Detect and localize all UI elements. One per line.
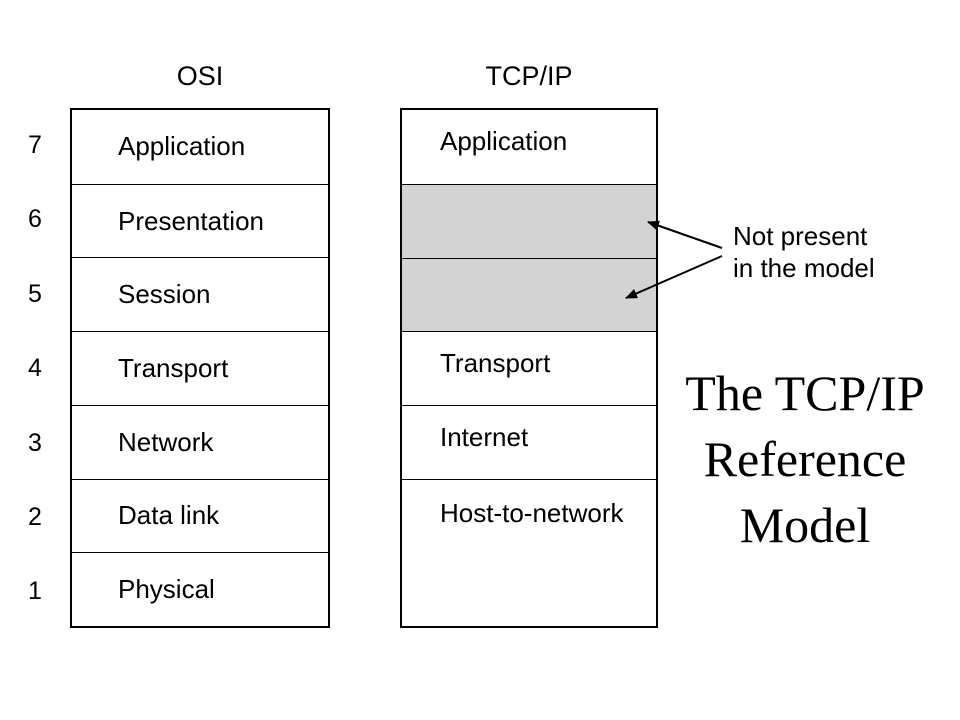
arrow-to-session-gap	[625, 255, 723, 299]
not-present-note: Not present in the model	[733, 221, 875, 283]
osi-layer-physical: Physical	[72, 552, 328, 626]
tcpip-layer-host-to-network: Host-to-network	[402, 478, 656, 626]
tcpip-stack: Application Transport Internet Host-to-n…	[400, 108, 658, 628]
arrow-to-presentation-gap	[647, 220, 723, 249]
layer-number: 7	[28, 131, 42, 159]
layer-number: 4	[28, 354, 42, 382]
osi-layer-presentation: Presentation	[72, 183, 328, 258]
tcpip-layer-internet: Internet	[402, 405, 656, 479]
osi-stack: Application Presentation Session Transpo…	[70, 108, 330, 628]
osi-layer-data-link: Data link	[72, 478, 328, 553]
tcpip-title: TCP/IP	[485, 61, 573, 91]
layer-number: 6	[28, 205, 42, 233]
layer-number: 5	[28, 280, 42, 308]
tcpip-layer-absent	[402, 183, 656, 258]
tcpip-layer-transport: Transport	[402, 331, 656, 405]
layer-number: 1	[28, 577, 42, 605]
osi-layer-session: Session	[72, 257, 328, 331]
osi-layer-application: Application	[118, 131, 246, 162]
tcpip-layer-absent	[402, 257, 656, 332]
slide-title: The TCP/IP Reference Model	[685, 365, 925, 553]
osi-layer-network: Network	[72, 404, 328, 479]
layer-number: 2	[28, 503, 42, 531]
osi-layer-transport: Transport	[72, 331, 328, 405]
layer-number: 3	[28, 429, 42, 457]
tcpip-layer-application: Application	[440, 126, 568, 157]
osi-title: OSI	[176, 61, 224, 91]
